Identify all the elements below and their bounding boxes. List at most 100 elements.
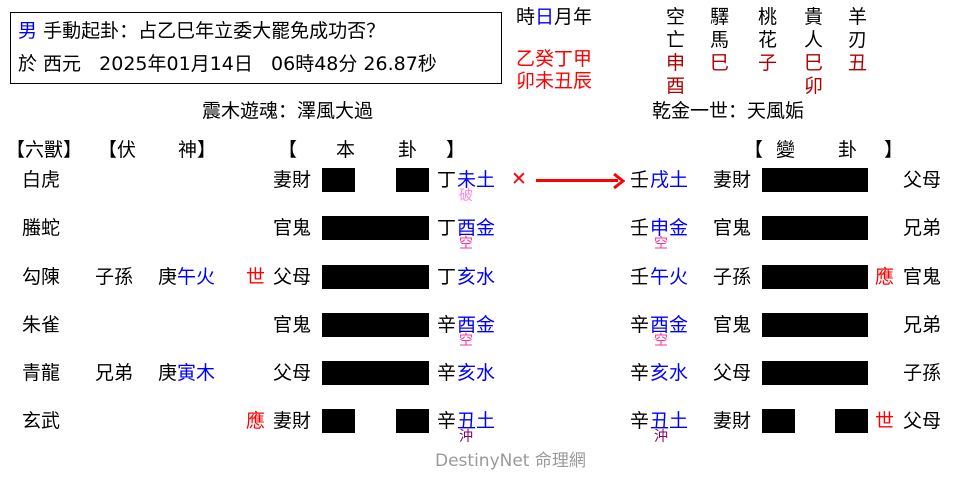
world-marker: 世 [246,266,266,288]
shensha-value: 丑 [848,52,868,74]
header-hidden-spirit-close: 神】 [178,139,217,161]
six-beast: 玄武 [22,410,61,432]
relation: 妻財 [273,169,312,191]
hidden-stem: 庚 [158,362,178,384]
header-main-close: 】 [446,139,466,161]
response-marker: 應 [246,410,266,432]
shensha-label-bottom: 人 [804,29,824,51]
six-beast: 螣蛇 [22,217,61,239]
changed-branch: 午火 [650,266,689,288]
header-main-1: 本 [336,139,356,161]
line-note: 沖 [459,429,473,445]
line-stem: 辛 [437,362,457,384]
changed-branch: 戌土 [650,169,689,191]
changed-relation: 子孫 [713,266,752,288]
changed-stem: 壬 [630,169,650,191]
changed-yin-line-left [762,409,795,433]
hidden-relation: 子孫 [95,266,134,288]
shensha-value: 酉 [666,75,686,97]
six-beast: 青龍 [22,362,61,384]
shensha-value: 子 [758,52,778,74]
relation: 官鬼 [273,314,312,336]
shensha-label-bottom: 刃 [848,29,868,51]
question-line: 男 手動起卦：占乙巳年立委大罷免成功否？ [18,22,385,41]
shensha-value: 巳 [804,52,824,74]
changed-relation: 官鬼 [713,217,752,239]
arrow-head-icon [613,172,626,190]
shensha-label-top: 桃 [758,6,778,28]
header-hidden-spirit-open: 【伏 [98,139,137,161]
yin-line-right [396,168,429,192]
header-changed-open: 【 [744,139,764,161]
hidden-branch: 午火 [177,266,216,288]
changed-note: 空 [654,236,668,252]
changed-right-relation: 父母 [903,169,942,191]
header-changed-1: 變 [776,139,796,161]
changed-stem: 壬 [630,266,650,288]
hidden-branch: 寅木 [177,362,216,384]
changed-right-relation: 兄弟 [903,314,942,336]
hidden-relation: 兄弟 [95,362,134,384]
yin-line-left [322,168,355,192]
changed-stem: 辛 [630,410,650,432]
watermark: DestinyNet 命理網 [435,451,586,471]
shensha-value: 卯 [804,75,824,97]
line-stem: 丁 [437,169,457,191]
changed-stem: 壬 [630,217,650,239]
relation: 妻財 [273,410,312,432]
date-prefix: 於 西元 [18,53,82,75]
shensha-label-bottom: 花 [758,29,778,51]
header-main-2: 卦 [398,139,418,161]
question-text: 手動起卦：占乙巳年立委大罷免成功否？ [43,20,386,42]
line-note: 空 [459,333,473,349]
line-stem: 丁 [437,266,457,288]
line-note: 空 [459,236,473,252]
six-beast: 白虎 [22,169,61,191]
changed-stem: 辛 [630,362,650,384]
changed-relation: 官鬼 [713,314,752,336]
changed-relation: 妻財 [713,169,752,191]
relation: 父母 [273,266,312,288]
changed-yang-line [762,265,868,289]
shensha-value: 巳 [710,52,730,74]
yin-line-left [322,409,355,433]
line-stem: 辛 [437,410,457,432]
six-beast: 勾陳 [22,266,61,288]
changed-branch: 亥水 [650,362,689,384]
changed-response-marker: 應 [875,266,895,288]
divination-info-box: 男 手動起卦：占乙巳年立委大罷免成功否？ 於 西元 2025年01月14日 06… [10,12,502,84]
line-branch: 未土 [457,169,496,191]
changed-yang-line [762,361,868,385]
six-beast: 朱雀 [22,314,61,336]
pillar-label-month-year: 月年 [554,6,593,28]
changed-world-marker: 世 [875,410,895,432]
changed-right-relation: 父母 [903,410,942,432]
changed-yang-line [762,216,868,240]
changed-relation: 妻財 [713,410,752,432]
changed-branch: 丑土 [650,410,689,432]
changed-stem: 辛 [630,314,650,336]
shensha-label-top: 貴 [804,6,824,28]
changed-relation: 父母 [713,362,752,384]
shensha-label-top: 羊 [848,6,868,28]
changed-branch: 酉金 [650,314,689,336]
line-stem: 辛 [437,314,457,336]
line-branch: 亥水 [457,266,496,288]
main-hexagram-name: 震木遊魂：澤風大過 [202,100,374,122]
yang-line [322,216,429,240]
line-note: 破 [459,188,473,204]
pillar-stems: 乙癸丁甲 [516,48,593,70]
relation: 父母 [273,362,312,384]
shensha-label-top: 驛 [710,6,730,28]
changed-right-relation: 官鬼 [903,266,942,288]
hidden-stem: 庚 [158,266,178,288]
changed-note: 沖 [654,429,668,445]
yang-line [322,265,429,289]
change-arrow-icon [536,179,618,182]
header-six-beasts: 【六獸】 [6,139,83,161]
yin-line-right [396,409,429,433]
yang-line [322,361,429,385]
header-main-open: 【 [278,139,298,161]
changed-yang-line [762,313,868,337]
changed-yin-line-right [835,409,868,433]
